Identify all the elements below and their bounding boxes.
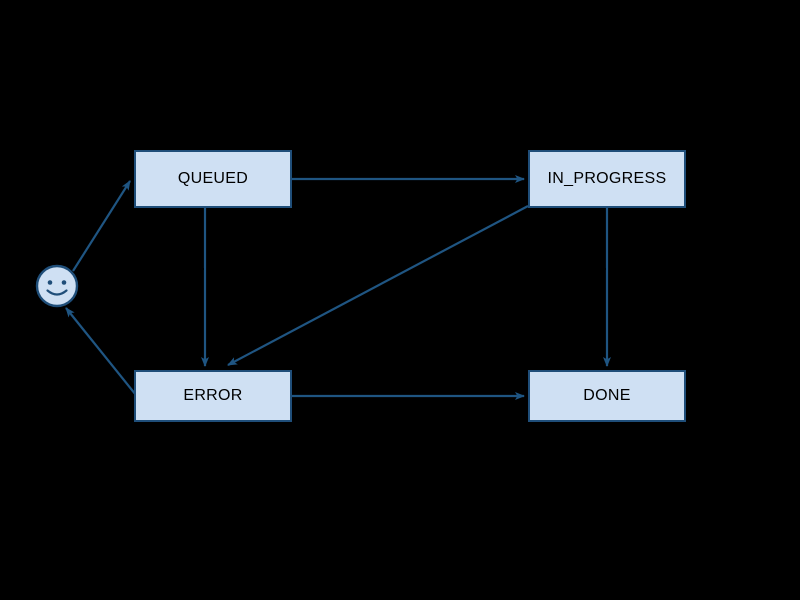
edge-label-queued-to-in-progress	[393, 172, 397, 174]
node-done[interactable]: DONE	[528, 370, 686, 422]
edge-label-in-progress-to-done	[602, 268, 606, 270]
edge-in-progress-to-error	[227, 205, 529, 366]
node-error-label: ERROR	[183, 387, 243, 404]
node-error[interactable]: ERROR	[134, 370, 292, 422]
node-queued[interactable]: QUEUED	[134, 150, 292, 208]
smiley-face-icon	[35, 264, 79, 308]
node-done-label: DONE	[583, 387, 631, 404]
node-queued-label: QUEUED	[177, 170, 249, 187]
node-start-smiley[interactable]	[35, 264, 79, 308]
node-in-progress-label: IN_PROGRESS	[547, 170, 667, 187]
edge-label-in-progress-to-error	[370, 272, 374, 274]
edge-error-to-start	[65, 307, 141, 401]
edge-label-queued-to-error	[200, 268, 204, 270]
edge-start-to-queued	[72, 180, 131, 272]
node-in-progress[interactable]: IN_PROGRESS	[528, 150, 686, 208]
